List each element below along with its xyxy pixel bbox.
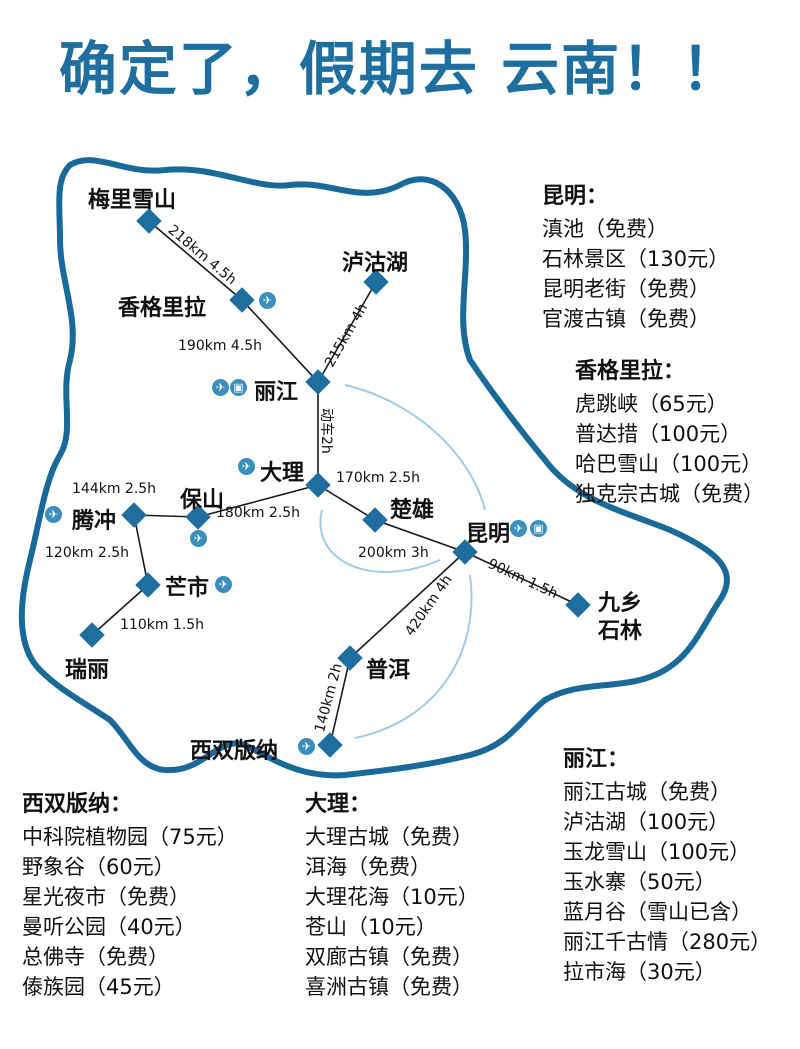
city-puer: 普洱 [366, 658, 411, 683]
arrow-dali-kunming [319, 509, 441, 573]
list-item: 苍山（10元） [305, 915, 437, 939]
route-shangrila-lijiang: 190km 4.5h [178, 338, 263, 354]
train-icon: ▣ [530, 520, 547, 537]
panel-heading: 西双版纳： [22, 792, 133, 817]
airport-icon: ✈ [45, 506, 62, 523]
city-shangrila: 香格里拉 [118, 296, 207, 321]
airport-icon: ✈ [510, 520, 527, 537]
route-chuxiong-kunming: 200km 3h [358, 545, 429, 561]
list-item: 大理花海（10元） [305, 885, 479, 909]
list-item: 双廊古镇（免费） [305, 945, 473, 969]
city-kunming: 昆明 [466, 522, 511, 547]
list-item: 丽江古城（免费） [563, 780, 731, 804]
list-item: 玉龙雪山（100元） [563, 840, 751, 864]
route-lijiang-dali: 动车2h [318, 408, 334, 454]
panel-shangrila: 香格里拉： 虎跳峡（65元） 普达措（100元） 哈巴雪山（100元） 独克宗古… [575, 357, 764, 509]
panel-heading: 昆明： [542, 184, 609, 209]
list-item: 独克宗古城（免费） [575, 482, 764, 506]
airport-icon: ✈ [212, 379, 229, 396]
list-item: 大理古城（免费） [305, 825, 473, 849]
list-item: 普达措（100元） [575, 422, 742, 446]
list-item: 野象谷（60元） [22, 855, 175, 879]
list-item: 虎跳峡（65元） [575, 392, 728, 416]
city-xishuangbanna: 西双版纳 [190, 739, 279, 764]
page-title: 确定了，假期去 云南！！ [58, 35, 742, 103]
panel-dali: 大理： 大理古城（免费） 洱海（免费） 大理花海（10元） 苍山（10元） 双廊… [305, 790, 479, 1002]
list-item: 昆明老街（免费） [542, 277, 710, 301]
route-tengchong-baoshan: 144km 2.5h [72, 481, 157, 497]
list-item: 傣族园（45元） [22, 975, 175, 999]
panel-heading: 丽江： [563, 747, 630, 772]
panel-heading: 大理： [305, 792, 372, 817]
route-tengchong-mangshi: 120km 2.5h [45, 545, 130, 561]
list-item: 拉市海（30元） [563, 960, 716, 984]
city-tengchong: 腾冲 [72, 509, 117, 534]
city-jiuxiang: 九乡石林 [598, 591, 643, 644]
city-baoshan: 保山 [180, 488, 225, 513]
list-item: 总佛寺（免费） [22, 945, 169, 969]
panel-xishuangbanna: 西双版纳： 中科院植物园（75元） 野象谷（60元） 星光夜市（免费） 曼听公园… [22, 790, 238, 1002]
panel-kunming: 昆明： 滇池（免费） 石林景区（130元） 昆明老街（免费） 官渡古镇（免费） [542, 182, 729, 334]
airport-icon: ✈ [190, 530, 207, 547]
city-lugu: 泸沽湖 [342, 251, 409, 276]
airport-icon: ✈ [259, 292, 276, 309]
route-baoshan-dali: 180km 2.5h [216, 505, 301, 521]
airport-icon: ✈ [238, 458, 255, 475]
province-border [18, 157, 730, 779]
city-mangshi: 芒市 [165, 576, 210, 601]
panel-heading: 香格里拉： [575, 359, 686, 384]
panel-lijiang: 丽江： 丽江古城（免费） 泸沽湖（100元） 玉龙雪山（100元） 玉水寨（50… [563, 745, 771, 987]
list-item: 玉水寨（50元） [563, 870, 716, 894]
list-item: 哈巴雪山（100元） [575, 452, 763, 476]
route-dali-kunming: 170km 2.5h [336, 470, 421, 486]
airport-icon: ✈ [298, 738, 315, 755]
city-meili: 梅里雪山 [88, 188, 177, 213]
list-item: 蓝月谷（雪山已含） [563, 900, 752, 924]
city-lijiang: 丽江 [254, 380, 299, 405]
list-item: 官渡古镇（免费） [542, 307, 710, 331]
list-item: 星光夜市（免费） [22, 885, 190, 909]
list-item: 滇池（免费） [542, 217, 668, 241]
list-item: 中科院植物园（75元） [22, 825, 238, 849]
list-item: 丽江千古情（280元） [563, 930, 772, 954]
list-item: 石林景区（130元） [542, 247, 730, 271]
city-ruili: 瑞丽 [65, 658, 110, 683]
list-item: 曼听公园（40元） [22, 915, 196, 939]
train-icon: ▣ [230, 379, 247, 396]
list-item: 洱海（免费） [305, 855, 431, 879]
arrow-kunming-banna [354, 574, 473, 739]
route-mangshi-ruili: 110km 1.5h [120, 617, 205, 633]
list-item: 喜洲古镇（免费） [305, 975, 473, 999]
airport-icon: ✈ [215, 576, 232, 593]
list-item: 泸沽湖（100元） [563, 810, 730, 834]
city-dali: 大理 [260, 461, 305, 486]
city-chuxiong: 楚雄 [390, 498, 435, 523]
arrow-lijiang-kunming [344, 384, 486, 511]
